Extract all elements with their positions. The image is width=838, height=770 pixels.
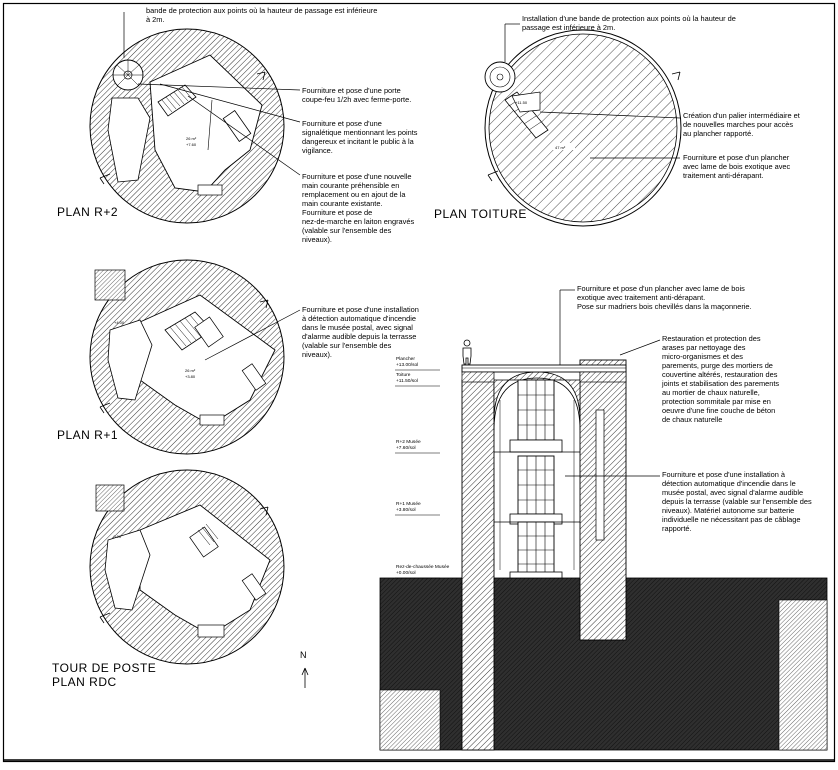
note-signaletique: Fourniture et pose d'une signalétique me… (302, 119, 418, 156)
section-arrow-icon (99, 173, 111, 185)
rdc-side-label: -0.00 (112, 534, 122, 539)
note-top-left: bande de protection aux points où la hau… (146, 6, 378, 25)
note-porte: Fourniture et pose d'une porte coupe-feu… (302, 86, 412, 105)
r2-height-label: +7.60 (186, 142, 197, 147)
level-r2: R+2 Musée +7.60/sol (396, 440, 421, 451)
left-wall (461, 379, 495, 751)
plan-r1-title: PLAN R+1 (57, 428, 119, 442)
plan-r1-drawing: 26 m² +3.80 +4.00 (89, 259, 285, 455)
r1-area-label: 26 m² (185, 368, 196, 373)
north-arrow-icon (301, 667, 309, 688)
note-plancher-section: Fourniture et pose d'un plancher avec la… (577, 284, 752, 312)
toiture-area-label: 47 m² (555, 145, 566, 150)
note-main-courante: Fourniture et pose d'une nouvelle main c… (302, 172, 415, 245)
plan-rdc-title: TOUR DE POSTE PLAN RDC (52, 661, 157, 689)
level-rdc: Rez-de-chaussée Musée +0.00/sol (396, 565, 450, 576)
level-plancher: Plancher +13.00/sol (396, 357, 419, 368)
plan-toiture-drawing: +11.50 47 m² (484, 29, 682, 227)
plan-r2-drawing: 26 m² +7.60 (89, 28, 285, 224)
note-palier: Création d'un palier intermédiaire et de… (683, 111, 800, 139)
plan-rdc-drawing: -0.00 (89, 469, 285, 665)
note-detection-r1: Fourniture et pose d'une installation à … (302, 305, 419, 360)
r1-side-label: +4.00 (114, 320, 125, 325)
toiture-side-label: +11.50 (515, 100, 528, 105)
r2-area-label: 26 m² (186, 136, 197, 141)
person-silhouette-icon (462, 339, 472, 365)
level-r1: R+1 Musée +3.80/sol (396, 502, 421, 513)
r1-height-label: +3.80 (185, 374, 196, 379)
tower-section-drawing (379, 339, 828, 751)
note-detection-section: Fourniture et pose d'une installation à … (662, 470, 812, 534)
note-restauration: Restauration et protection des arases pa… (662, 334, 780, 425)
note-plancher-toiture: Fourniture et pose d'un plancher avec la… (683, 153, 791, 181)
note-top-right: Installation d'une bande de protection a… (522, 14, 736, 33)
plan-r2-title: PLAN R+2 (57, 205, 119, 219)
level-toiture: Toiture +11.50/sol (396, 373, 418, 384)
plan-toiture-title: PLAN TOITURE (434, 207, 527, 221)
north-label: N (300, 650, 307, 660)
